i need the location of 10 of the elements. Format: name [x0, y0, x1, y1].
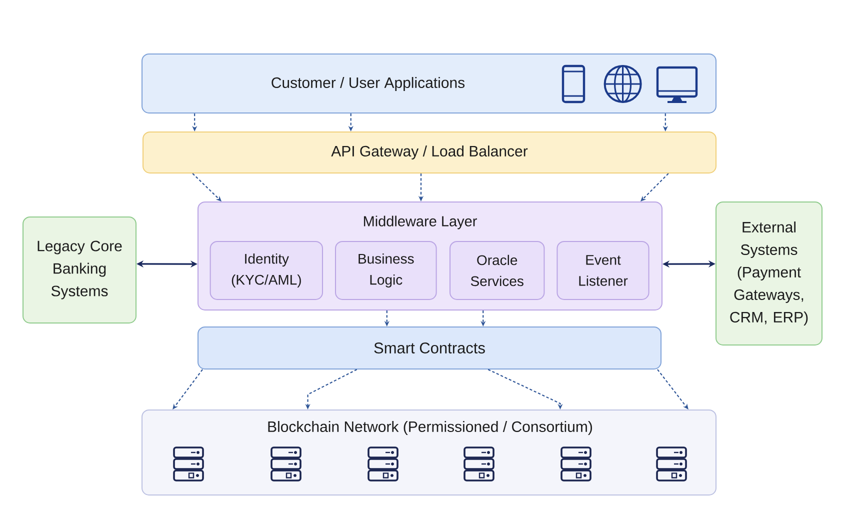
- layer-box: Customer / User Applications: [142, 54, 716, 114]
- module-box: Identity (KYC/AML): [210, 240, 323, 300]
- system-box: External Systems (Payment Gateways, CRM, ERP): [716, 202, 822, 346]
- system-box: Legacy Core Banking Systems: [22, 216, 136, 324]
- module-box: Oracle Services: [450, 240, 545, 300]
- layer-box: API Gateway / Load Balancer: [142, 132, 716, 174]
- module-box: Business Logic: [335, 240, 437, 300]
- layer-box: Smart Contracts: [198, 326, 662, 370]
- layer-box: Blockchain Network (Permissioned / Consortium): [142, 409, 716, 496]
- module-box: Event Listener: [556, 240, 650, 300]
